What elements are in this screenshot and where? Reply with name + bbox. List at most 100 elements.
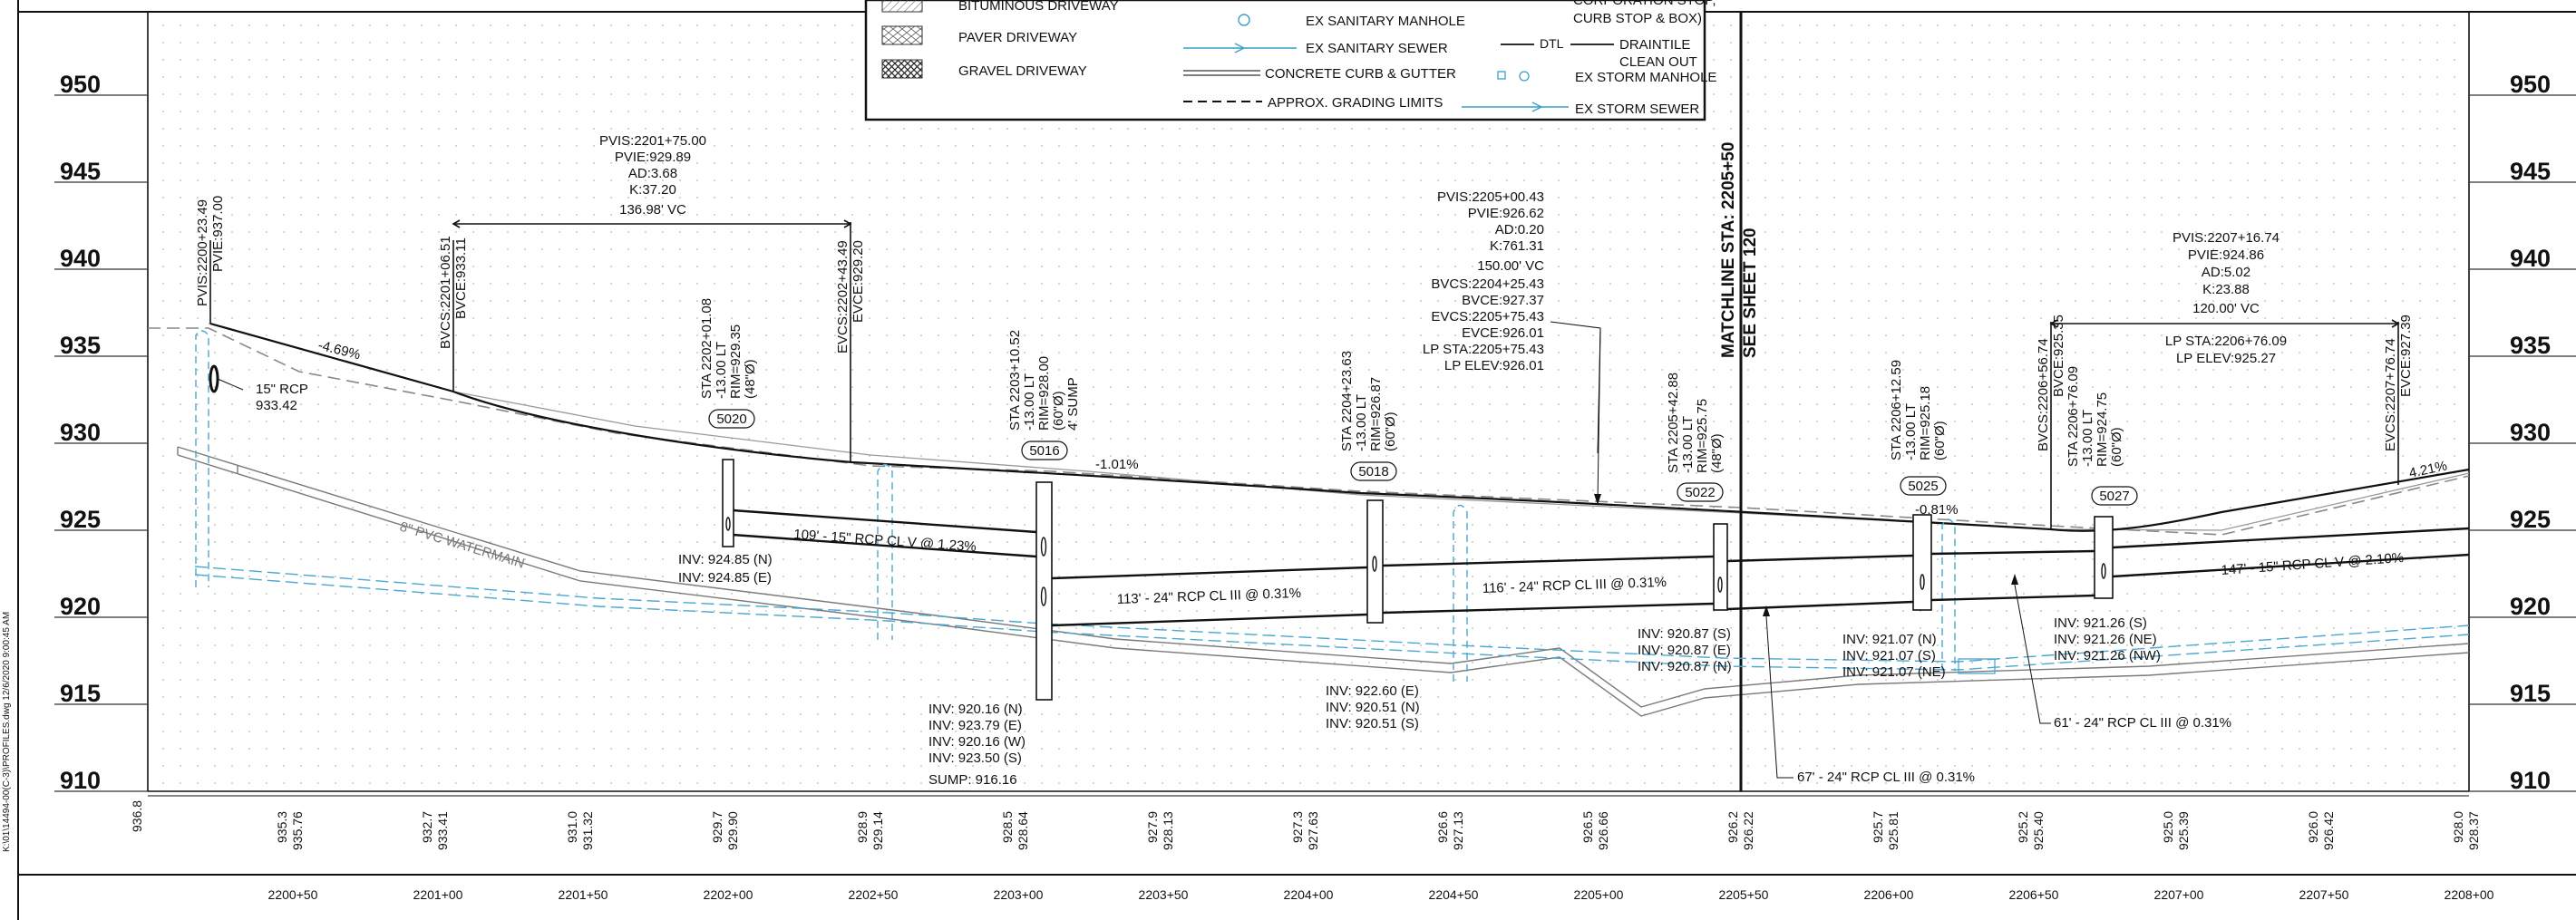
rim-text: RIM=926.87	[1368, 377, 1384, 451]
dia-text: (48"Ø)	[743, 359, 758, 399]
inverts-5020: INV: 924.85 (N) INV: 924.85 (E)	[678, 552, 773, 586]
structure-5020	[722, 459, 734, 547]
offset-text: -13.00 LT	[1680, 416, 1696, 473]
structure-5022	[1713, 523, 1728, 611]
grade-proposed: 925.81	[1886, 811, 1900, 850]
invert-text: INV: 920.87 (S)	[1638, 626, 1731, 642]
rim-text: RIM=924.75	[2095, 392, 2110, 467]
grade-proposed: 927.63	[1306, 811, 1320, 850]
grade-proposed: 928.13	[1161, 811, 1175, 850]
elev-label: 915	[2510, 680, 2551, 707]
station-label: 2201+50	[559, 887, 608, 902]
grade-existing: 926.0	[2306, 811, 2320, 843]
station-label: 2208+00	[2445, 887, 2494, 902]
structure-5016	[1035, 481, 1053, 701]
evc-elev: EVCE:927.39	[2398, 315, 2414, 397]
legend-curb-gutter: CONCRETE CURB & GUTTER	[1265, 66, 1456, 82]
sump-text: 4' SUMP	[1065, 377, 1081, 431]
invert-text: INV: 924.85 (E)	[678, 570, 772, 586]
invert-text: INV: 920.51 (N)	[1326, 700, 1420, 715]
dia-text: (60"Ø)	[1051, 391, 1066, 431]
elev-label: 915	[60, 680, 101, 707]
sta-text: STA 2204+23.63	[1339, 351, 1355, 451]
dtl-tag: DTL	[1540, 36, 1564, 51]
grade-proposed: 933.41	[435, 811, 450, 850]
file-path: K:\01\14494-00(C-3)\PROFILES.dwg 12/6/20…	[2, 612, 12, 852]
vertical-curve-1-label: PVIS:2201+75.00 PVIE:929.89 AD:3.68 K:37…	[599, 133, 706, 218]
legend-draintile: DRAINTILE	[1619, 37, 1690, 53]
rim-text: RIM=925.18	[1918, 386, 1933, 460]
structure-5025	[1912, 514, 1932, 611]
sta-text: STA 2206+76.09	[2066, 366, 2081, 467]
station-label: 2205+00	[1574, 887, 1624, 902]
grade-existing: 931.0	[565, 811, 579, 843]
grade-proposed: 935.76	[290, 811, 305, 850]
grade-proposed: 931.32	[580, 811, 595, 850]
station-label: 2203+50	[1139, 887, 1189, 902]
bvc-station: BVCS:2201+06.51	[438, 236, 453, 349]
legend-storm-manhole: EX STORM MANHOLE	[1575, 70, 1716, 85]
elevation-labels-left: 950 945 940 935 930 925 920 915 910	[60, 71, 101, 794]
existing-sanitary-manholes	[195, 330, 1956, 682]
grade-proposed: 928.37	[2466, 811, 2481, 850]
gravel-swatch	[881, 59, 923, 79]
bvc-elev: BVCE:925.35	[2051, 315, 2066, 397]
evc-elev: EVCE:929.20	[851, 240, 866, 323]
inverts-5027: INV: 921.26 (S) INV: 921.26 (NE) INV: 92…	[2054, 615, 2161, 663]
structures	[722, 459, 2114, 701]
grade-existing: 928.0	[2451, 811, 2465, 843]
elev-label: 925	[2510, 506, 2551, 533]
grade-existing: 932.7	[420, 811, 434, 843]
pvi-station: PVIS:2200+23.49	[195, 199, 210, 306]
vc-text: PVIE:926.62	[1468, 206, 1544, 221]
invert-text: INV: 921.07 (N)	[1842, 632, 1937, 647]
structure-id: 5016	[1029, 443, 1059, 459]
grade-proposed: 927.13	[1451, 811, 1465, 850]
station-label: 2204+00	[1284, 887, 1334, 902]
invert-text: INV: 920.51 (S)	[1326, 716, 1419, 731]
elev-label: 910	[2510, 767, 2551, 794]
matchline-sheet-ref: SEE SHEET 120	[1741, 228, 1760, 358]
vc-text: AD:0.20	[1495, 222, 1544, 237]
grade-proposed: 926.66	[1596, 811, 1610, 850]
grade-existing: 929.7	[710, 811, 724, 843]
offset-text: -13.00 LT	[1354, 394, 1369, 451]
legend-paver: PAVER DRIVEWAY	[958, 30, 1077, 45]
grade-existing: 927.9	[1145, 811, 1160, 843]
dia-text: (60"Ø)	[2109, 427, 2124, 467]
rim-text: RIM=925.75	[1695, 399, 1710, 473]
inverts-5016: INV: 920.16 (N) INV: 923.79 (E) INV: 920…	[928, 702, 1026, 788]
station-label: 2206+00	[1864, 887, 1914, 902]
grade-proposed: 925.39	[2176, 811, 2191, 850]
grade-proposed: 925.40	[2031, 811, 2046, 850]
vc-text: AD:5.02	[2202, 265, 2250, 280]
grade-existing: 936.8	[130, 800, 144, 832]
invert-text: INV: 923.79 (E)	[928, 718, 1022, 733]
elev-label: 910	[60, 767, 101, 794]
structure-id: 5018	[1358, 464, 1388, 479]
structure-5018	[1366, 499, 1384, 624]
vc-text: K:23.88	[2202, 282, 2250, 297]
grade-proposed: 929.14	[870, 811, 885, 850]
inverts-5018: INV: 922.60 (E) INV: 920.51 (N) INV: 920…	[1326, 683, 1420, 731]
structure-5022-label: STA 2205+42.88 -13.00 LT RIM=925.75 (48"…	[1666, 373, 1725, 502]
grade-proposed: 926.42	[2321, 811, 2336, 850]
station-label: 2202+50	[849, 887, 899, 902]
elev-label: 920	[60, 593, 101, 620]
elev-label: 925	[60, 506, 101, 533]
grade-proposed: 928.64	[1016, 811, 1030, 850]
invert-text: INV: 921.26 (NW)	[2054, 648, 2161, 663]
lp-text: LP STA:2206+76.09	[2165, 334, 2287, 349]
structure-5016-label: STA 2203+10.52 -13.00 LT RIM=928.00 (60"…	[1007, 330, 1081, 460]
grade-existing: 927.3	[1290, 811, 1305, 843]
grade-existing: 926.5	[1580, 811, 1595, 843]
invert-text: INV: 920.87 (E)	[1638, 643, 1731, 658]
station-label: 2207+50	[2299, 887, 2349, 902]
watermain	[177, 446, 2470, 717]
elev-label: 950	[2510, 71, 2551, 98]
pvi-elev: PVIE:937.00	[210, 196, 226, 272]
invert-text: INV: 923.50 (S)	[928, 751, 1022, 766]
structure-5025-label: STA 2206+12.59 -13.00 LT RIM=925.18 (60"…	[1889, 360, 1948, 496]
vc-text: PVIS:2201+75.00	[599, 133, 706, 149]
invert-text: INV: 921.26 (S)	[2054, 615, 2147, 631]
